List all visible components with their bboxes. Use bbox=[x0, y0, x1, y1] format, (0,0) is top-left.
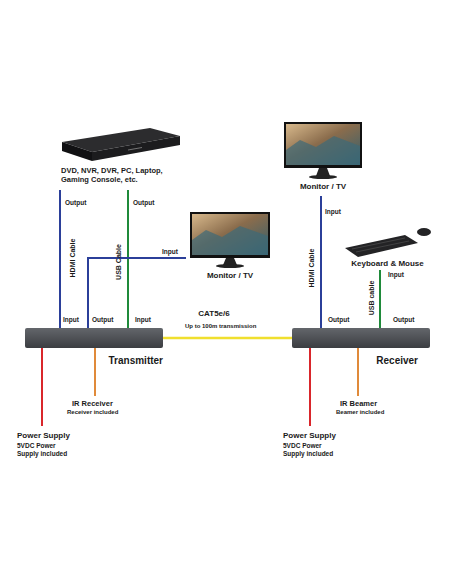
cable-connector bbox=[88, 258, 186, 328]
cable-connector bbox=[163, 337, 292, 340]
monitor-screen bbox=[192, 214, 268, 255]
annotation-label: Output bbox=[133, 199, 154, 207]
monitor-frame bbox=[190, 212, 270, 258]
annotation-label: Power Supply bbox=[17, 431, 70, 441]
annotation-label: 5VDC Power Supply included bbox=[17, 442, 73, 458]
receiver-unit: Receiver bbox=[292, 328, 430, 348]
keyboard-keys bbox=[356, 241, 409, 252]
annotation-label: Input bbox=[135, 316, 151, 324]
annotation-label: Power Supply bbox=[283, 431, 336, 441]
screen-scene bbox=[192, 226, 268, 255]
cable-label: HDMI Cable bbox=[69, 239, 76, 278]
monitor-base bbox=[216, 264, 244, 268]
monitor-screen bbox=[286, 124, 360, 165]
ir-wire bbox=[94, 348, 96, 396]
annotation-label: Output bbox=[92, 316, 113, 324]
screen-scene bbox=[286, 136, 360, 165]
keyboard-mouse: Keyboard & Mouse bbox=[340, 222, 435, 270]
annotation-label: IR Receiver bbox=[72, 399, 113, 408]
device-side bbox=[92, 136, 180, 161]
monitor-stand bbox=[316, 168, 330, 176]
annotation-label: Input bbox=[63, 316, 79, 324]
annotation-label: IR Beamer bbox=[340, 399, 377, 408]
ir-wire bbox=[357, 348, 359, 396]
annotation-label: Input bbox=[388, 271, 404, 279]
monitor-stand bbox=[223, 258, 237, 265]
cable-label: USB cable bbox=[368, 281, 375, 316]
node-label: Transmitter bbox=[63, 355, 163, 367]
cable-connector bbox=[379, 270, 381, 328]
power-wire bbox=[41, 348, 43, 426]
monitor-display: Monitor / TV bbox=[186, 209, 274, 284]
edge-group bbox=[60, 190, 380, 338]
annotation-label: 5VDC Power Supply included bbox=[283, 442, 339, 458]
node-label: Monitor / TV bbox=[280, 182, 366, 192]
annotation-label: Output bbox=[328, 316, 349, 324]
transmitter-unit: Transmitter bbox=[25, 328, 163, 348]
annotation-label: Output bbox=[65, 199, 86, 207]
annotation-label: Input bbox=[162, 248, 178, 256]
node-label: Receiver bbox=[318, 355, 418, 367]
node-label: Keyboard & Mouse bbox=[340, 259, 435, 269]
monitor-frame bbox=[284, 122, 362, 168]
cable-label: USB Cable bbox=[115, 244, 122, 280]
annotation-label: Output bbox=[393, 316, 414, 324]
monitor-base bbox=[309, 175, 337, 179]
node-label: DVD, NVR, DVR, PC, Laptop, Gaming Consol… bbox=[61, 166, 181, 184]
cable-connector bbox=[320, 196, 322, 328]
cable-label: CAT5e/6 bbox=[198, 310, 229, 318]
cable-connector bbox=[127, 190, 129, 328]
monitor-display: Monitor / TV bbox=[280, 118, 366, 196]
keyboard-symbol bbox=[345, 235, 418, 257]
power-wire bbox=[309, 348, 311, 426]
source-device: DVD, NVR, DVR, PC, Laptop, Gaming Consol… bbox=[55, 126, 183, 190]
mouse-symbol bbox=[417, 228, 431, 236]
annotation-label: Beamer included bbox=[336, 409, 384, 417]
device-logo bbox=[128, 148, 142, 151]
annotation-label: Receiver included bbox=[67, 409, 118, 417]
node-label: Monitor / TV bbox=[186, 271, 274, 281]
annotation-label: Up to 100m transmission bbox=[185, 323, 256, 331]
cable-connector bbox=[59, 190, 61, 328]
annotation-label: Input bbox=[325, 208, 341, 216]
device-front bbox=[62, 142, 92, 161]
cable-label: HDMI Cable bbox=[308, 249, 315, 288]
